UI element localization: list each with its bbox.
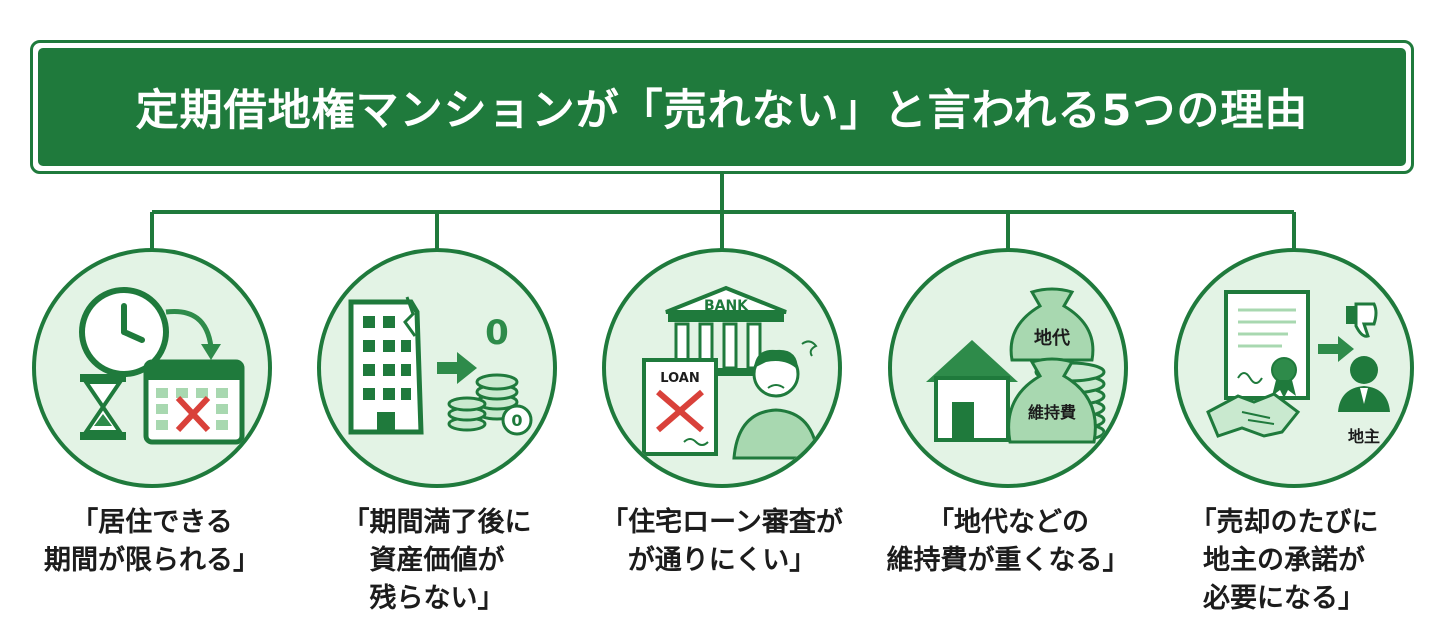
small-zero-label: 0 [511,411,522,430]
ground-rent-bag-label: 地代 [1034,327,1070,349]
reason-5-line-3: 必要になる」 [1203,583,1365,614]
zero-label: 0 [485,313,509,353]
reason-4-line-2: 維持費が重くなる」 [886,545,1130,576]
reason-3-caption: 「住宅ローン審査が が通りにくい」 [572,504,872,580]
building-coins-icon: 0 0 [348,296,533,436]
contract-landowner-icon: 地主 [1206,290,1390,446]
reason-2-circle: 0 0 [317,248,557,488]
reason-2-line-3: 残らない」 [369,583,505,614]
landowner-label: 地主 [1348,427,1380,446]
reason-1-circle [32,248,272,488]
reason-5-line-2: 地主の承諾が [1203,545,1365,576]
reason-5-caption: 「売却のたびに 地主の承諾が 必要になる」 [1134,504,1434,618]
diagram-title: 定期借地権マンションが「売れない」と言われる5つの理由 [38,48,1406,166]
clock-calendar-icon [79,287,245,445]
reason-5-circle: 地主 [1174,248,1414,488]
reason-4-line-1: 「地代などの [927,507,1089,538]
reason-4-circle: 地代 維持費 [888,248,1128,488]
maintenance-bag-label: 維持費 [1028,403,1076,422]
reason-5-line-1: 「売却のたびに [1189,507,1379,538]
reason-4-caption: 「地代などの 維持費が重くなる」 [858,504,1158,580]
bank-loan-icon: BANK LOAN [642,285,820,460]
reason-1-line-1: 「居住できる [71,507,233,538]
reason-2-line-1: 「期間満了後に [342,507,532,538]
loan-label: LOAN [660,371,699,386]
reason-1-line-2: 期間が限られる」 [44,545,260,576]
reason-3-circle: BANK LOAN [602,248,842,488]
house-moneybags-icon: 地代 維持費 [926,287,1106,444]
reason-3-line-1: 「住宅ローン審査が [601,507,843,538]
reason-1-caption: 「居住できる 期間が限られる」 [2,504,302,580]
bank-label: BANK [704,298,749,314]
reason-3-line-2: が通りにくい」 [627,545,817,576]
reason-2-line-2: 資産価値が [369,545,505,576]
reason-2-caption: 「期間満了後に 資産価値が 残らない」 [287,504,587,618]
